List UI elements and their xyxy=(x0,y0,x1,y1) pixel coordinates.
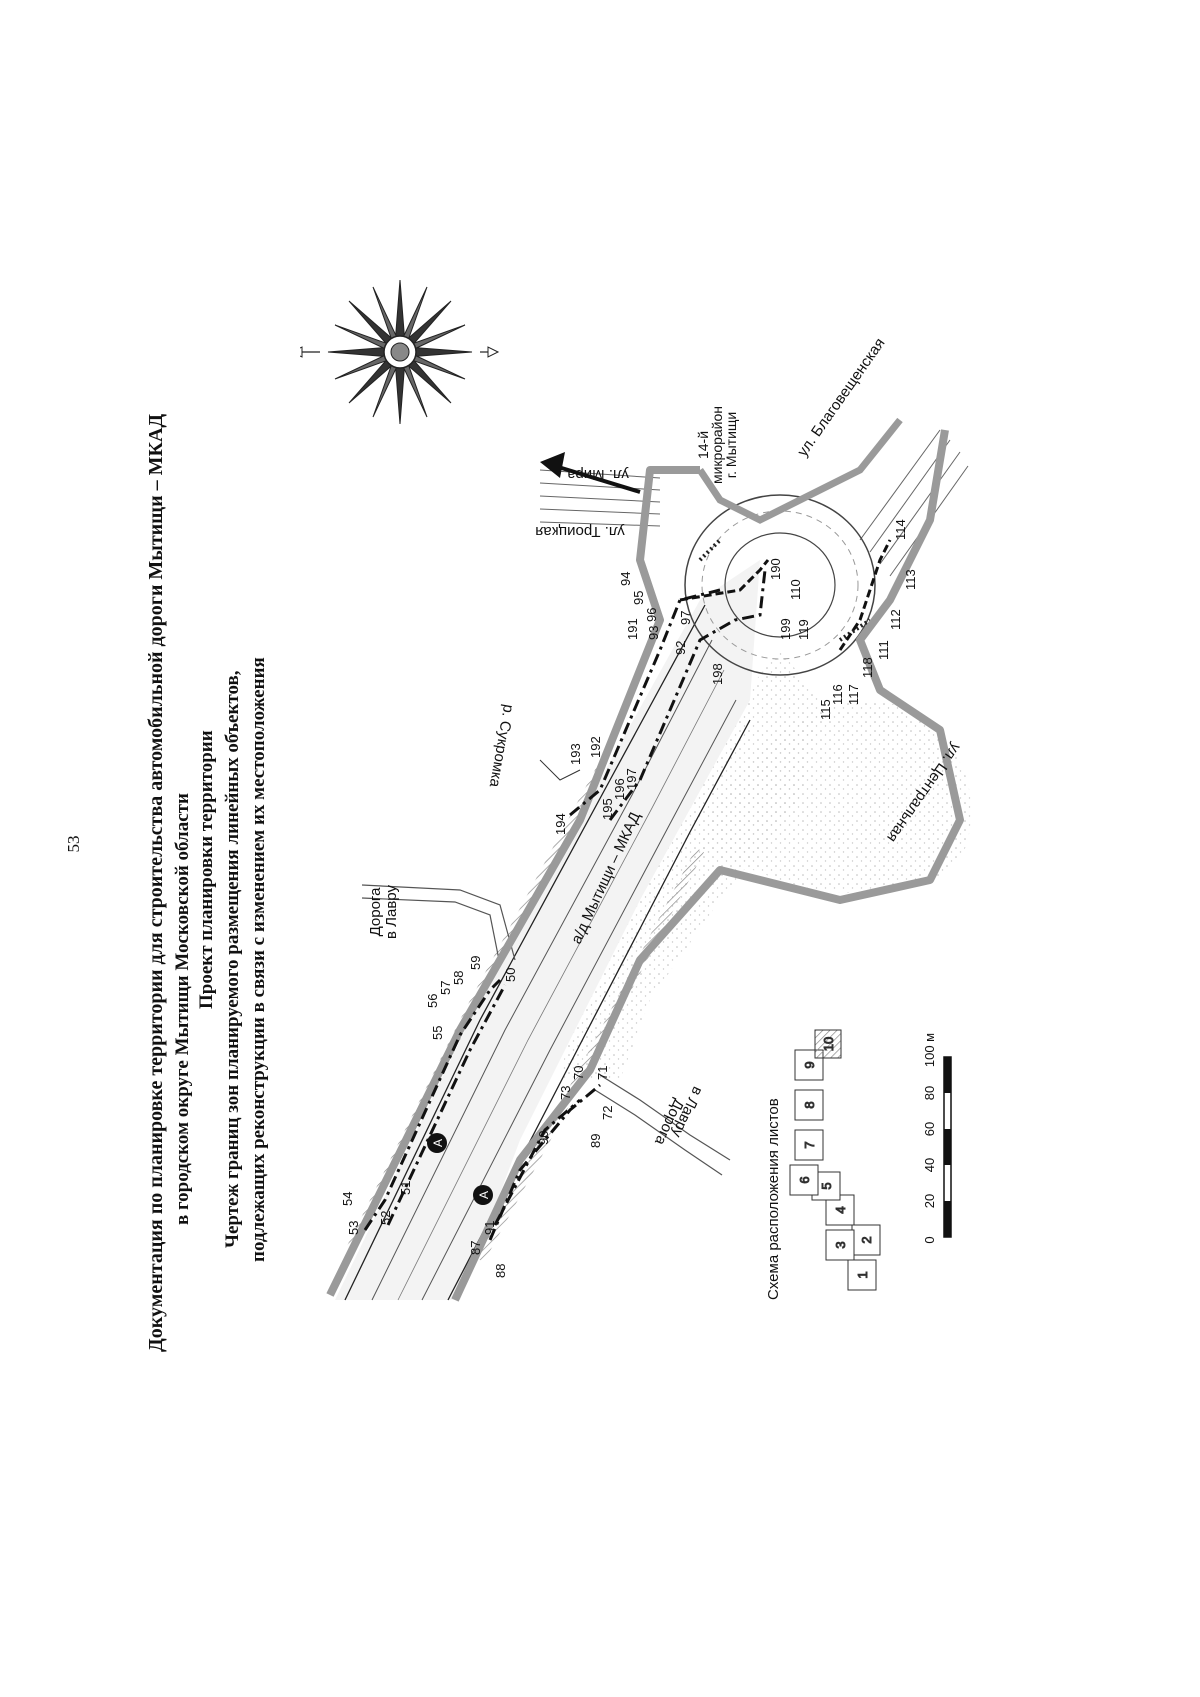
point-label: 198 xyxy=(710,663,725,685)
sheet-number-current: 10 xyxy=(821,1037,836,1051)
label-mikrorayon-2: микрорайон xyxy=(709,406,725,484)
point-label: 193 xyxy=(568,743,583,765)
point-label: 112 xyxy=(888,609,903,630)
scale-bar: 0 20 40 60 80 100 м xyxy=(922,1033,952,1244)
point-label: 50 xyxy=(503,968,518,982)
point-label: 191 xyxy=(625,618,640,640)
point-label: 92 xyxy=(673,641,688,655)
point-label: 190 xyxy=(768,558,783,580)
point-label: 195 xyxy=(600,798,615,820)
point-label: 52 xyxy=(378,1211,393,1225)
scale-tick: 100 м xyxy=(922,1033,937,1067)
marker-a-bottom: А xyxy=(473,1185,493,1205)
point-label: 89 xyxy=(588,1134,603,1148)
boundary-outline xyxy=(326,417,964,1302)
point-label: 95 xyxy=(631,591,646,605)
point-label: 194 xyxy=(553,813,568,835)
sheet-layout-scheme: Схема расположения листов 1 2 3 4 5 6 7 … xyxy=(765,1029,881,1300)
label-mikrorayon-3: г. Мытищи xyxy=(723,412,739,478)
sheet-number: 1 xyxy=(855,1271,870,1278)
title-line-1: Документация по планировке территории дл… xyxy=(145,413,167,1352)
point-label: 96 xyxy=(644,608,659,622)
page-number: 53 xyxy=(64,835,83,853)
point-label: 54 xyxy=(340,1192,355,1206)
point-label: 192 xyxy=(588,736,603,758)
sheet-number: 6 xyxy=(797,1176,812,1183)
point-label: 94 xyxy=(618,572,633,586)
point-label: 51 xyxy=(398,1181,413,1195)
point-label: 70 xyxy=(571,1066,586,1080)
point-label: 53 xyxy=(346,1221,361,1235)
label-ul-troitskaya: ул. Троицкая xyxy=(535,523,625,540)
sheet-number: 4 xyxy=(833,1206,848,1213)
scale-tick: 0 xyxy=(922,1236,937,1243)
scale-tick: 60 xyxy=(922,1122,937,1136)
title-line-2: в городском округе Мытищи Московской обл… xyxy=(172,793,193,1225)
point-label: 114 xyxy=(893,519,908,540)
title-line-3: Проект планировки территории xyxy=(196,730,217,1009)
point-label: 110 xyxy=(788,579,803,600)
side-roads xyxy=(361,429,969,1176)
scale-tick: 40 xyxy=(922,1158,937,1172)
planning-map: N А А ул. Мира ул. Троицкая 14-й микрора… xyxy=(300,280,972,1302)
point-label: 97 xyxy=(678,611,693,625)
sheet-number: 3 xyxy=(833,1241,848,1248)
point-label: 117 xyxy=(846,684,861,705)
point-label: 88 xyxy=(493,1264,508,1278)
label-lavra-top-1: Дорога xyxy=(367,887,384,936)
compass-rose: N xyxy=(300,280,500,425)
label-mikrorayon-1: 14-й xyxy=(695,431,711,459)
label-ul-blagoveshchenskaya: ул. Благовещенская xyxy=(794,335,888,460)
point-label: 111 xyxy=(876,640,891,660)
point-label: 118 xyxy=(860,657,875,678)
point-label: 90 xyxy=(536,1131,551,1145)
point-label: 196 xyxy=(612,778,627,800)
point-label: 57 xyxy=(438,981,453,995)
scale-tick: 20 xyxy=(922,1194,937,1208)
point-label: 72 xyxy=(600,1106,615,1120)
sheet-number: 7 xyxy=(802,1141,817,1148)
marker-a-top-label: А xyxy=(431,1139,445,1147)
sheet-layout-title: Схема расположения листов xyxy=(765,1098,782,1300)
point-label: 113 xyxy=(903,569,918,590)
title-line-5: подлежащих реконструкции в связи с измен… xyxy=(248,657,269,1262)
point-label: 59 xyxy=(468,956,483,970)
point-label: 55 xyxy=(430,1026,445,1040)
point-label: 197 xyxy=(624,768,639,790)
point-label: 73 xyxy=(558,1086,573,1100)
point-label: 58 xyxy=(451,971,466,985)
point-label: 199 xyxy=(778,618,793,640)
label-lavra-top-2: в Лавру xyxy=(383,885,400,939)
street-arrow-mira xyxy=(540,452,641,494)
point-label: 93 xyxy=(646,626,661,640)
sheet-number: 5 xyxy=(819,1182,834,1189)
title-line-4: Чертеж границ зон планируемого размещени… xyxy=(222,670,243,1248)
label-river: р. Сукромка xyxy=(486,703,517,789)
point-label: 87 xyxy=(468,1241,483,1255)
sheet-number: 2 xyxy=(859,1236,874,1243)
dashed-boundaries xyxy=(363,539,892,1241)
point-label: 91 xyxy=(482,1221,497,1235)
marker-a-bottom-label: А xyxy=(477,1191,491,1199)
marker-a-top: А xyxy=(427,1133,447,1153)
point-label: 115 xyxy=(818,699,833,720)
sheet-number: 9 xyxy=(802,1061,817,1068)
river-line xyxy=(539,759,581,781)
label-ul-mira: ул. Мира xyxy=(566,466,628,483)
point-label: 116 xyxy=(830,684,845,705)
point-labels: 50 51 52 53 54 55 56 57 58 59 70 71 72 7… xyxy=(340,519,918,1278)
sheet-number: 8 xyxy=(802,1101,817,1108)
point-label: 119 xyxy=(796,619,811,640)
scale-tick: 80 xyxy=(922,1086,937,1100)
point-label: 56 xyxy=(425,994,440,1008)
point-label: 71 xyxy=(595,1066,610,1080)
